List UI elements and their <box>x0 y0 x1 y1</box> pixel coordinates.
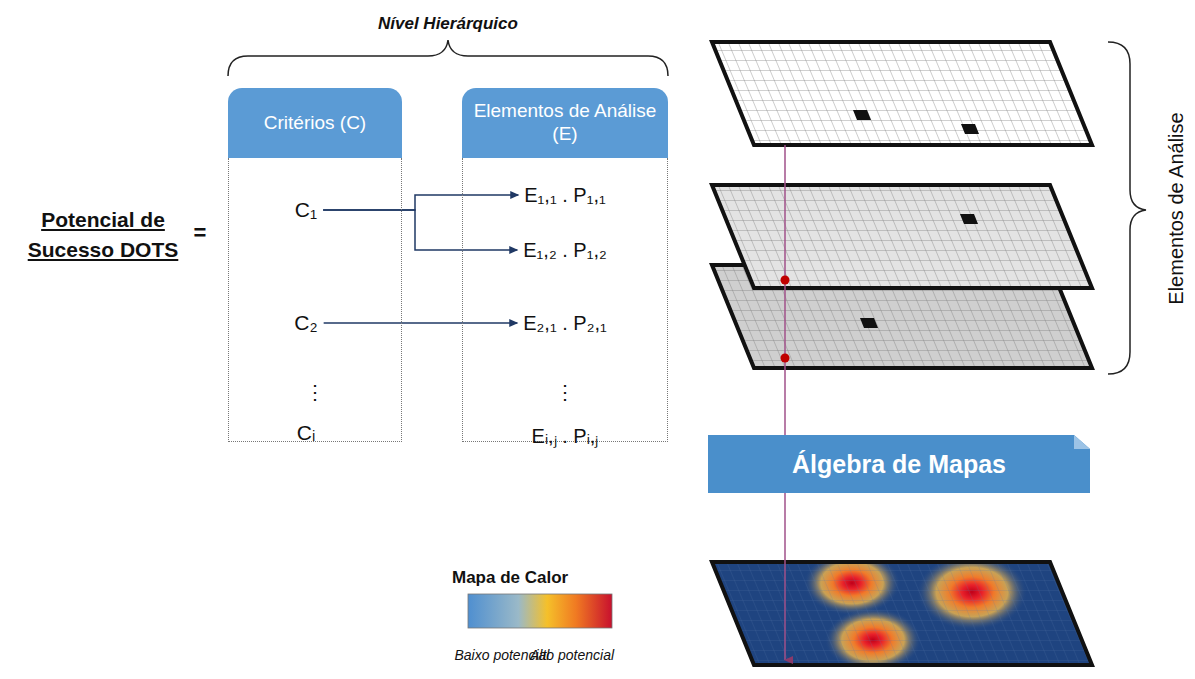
item-text: E₁,₂ . P₁,₂ <box>523 239 607 261</box>
item-node: C₂ <box>290 309 321 337</box>
color-bar <box>468 594 612 628</box>
item-node: Cᵢ <box>293 419 319 447</box>
banner-text: Álgebra de Mapas <box>792 450 1006 479</box>
heat-map <box>712 551 1092 672</box>
item-text: E₁,₁ . P₁,₁ <box>524 184 605 206</box>
hierarchy-heading: Nível Hierárquico <box>378 14 518 34</box>
layers-label: Elementos de Análise <box>1165 112 1188 304</box>
brace <box>1108 42 1146 374</box>
legend-title: Mapa de Calor <box>452 568 568 588</box>
process-banner: Álgebra de Mapas <box>708 435 1090 493</box>
formula-name: Potencial de Sucesso DOTS <box>13 205 193 266</box>
item-node: C₁ <box>291 196 321 224</box>
legend-high: Alto potencial <box>530 647 614 663</box>
brace <box>228 40 668 76</box>
connector-arrow <box>323 195 518 210</box>
item-text: Cᵢ <box>297 421 315 444</box>
item-text: E₂,₁ . P₂,₁ <box>523 312 607 334</box>
item-text: C₁ <box>295 198 317 221</box>
item-node: E₁,₁ . P₁,₁ <box>520 182 609 209</box>
ellipsis: ⋮ <box>305 380 325 404</box>
connector-arrow <box>324 322 518 324</box>
raster-layers <box>712 42 1092 368</box>
item-node: E₁,₂ . P₁,₂ <box>519 237 611 264</box>
item-text: Eᵢ,ⱼ . Pᵢ,ⱼ <box>532 425 599 447</box>
column-header: Critérios (C) <box>228 88 402 158</box>
equals-sign: = <box>194 220 207 246</box>
item-node: E₂,₁ . P₂,₁ <box>519 310 611 337</box>
item-text: C₂ <box>294 311 317 334</box>
connector-arrow <box>323 210 517 250</box>
probe-dot <box>781 276 790 285</box>
item-node: Eᵢ,ⱼ . Pᵢ,ⱼ <box>528 420 603 451</box>
ellipsis: ⋮ <box>555 380 575 404</box>
column-header: Elementos de Análise (E) <box>462 88 668 158</box>
probe-dot <box>781 354 790 363</box>
probe-line <box>784 145 786 660</box>
